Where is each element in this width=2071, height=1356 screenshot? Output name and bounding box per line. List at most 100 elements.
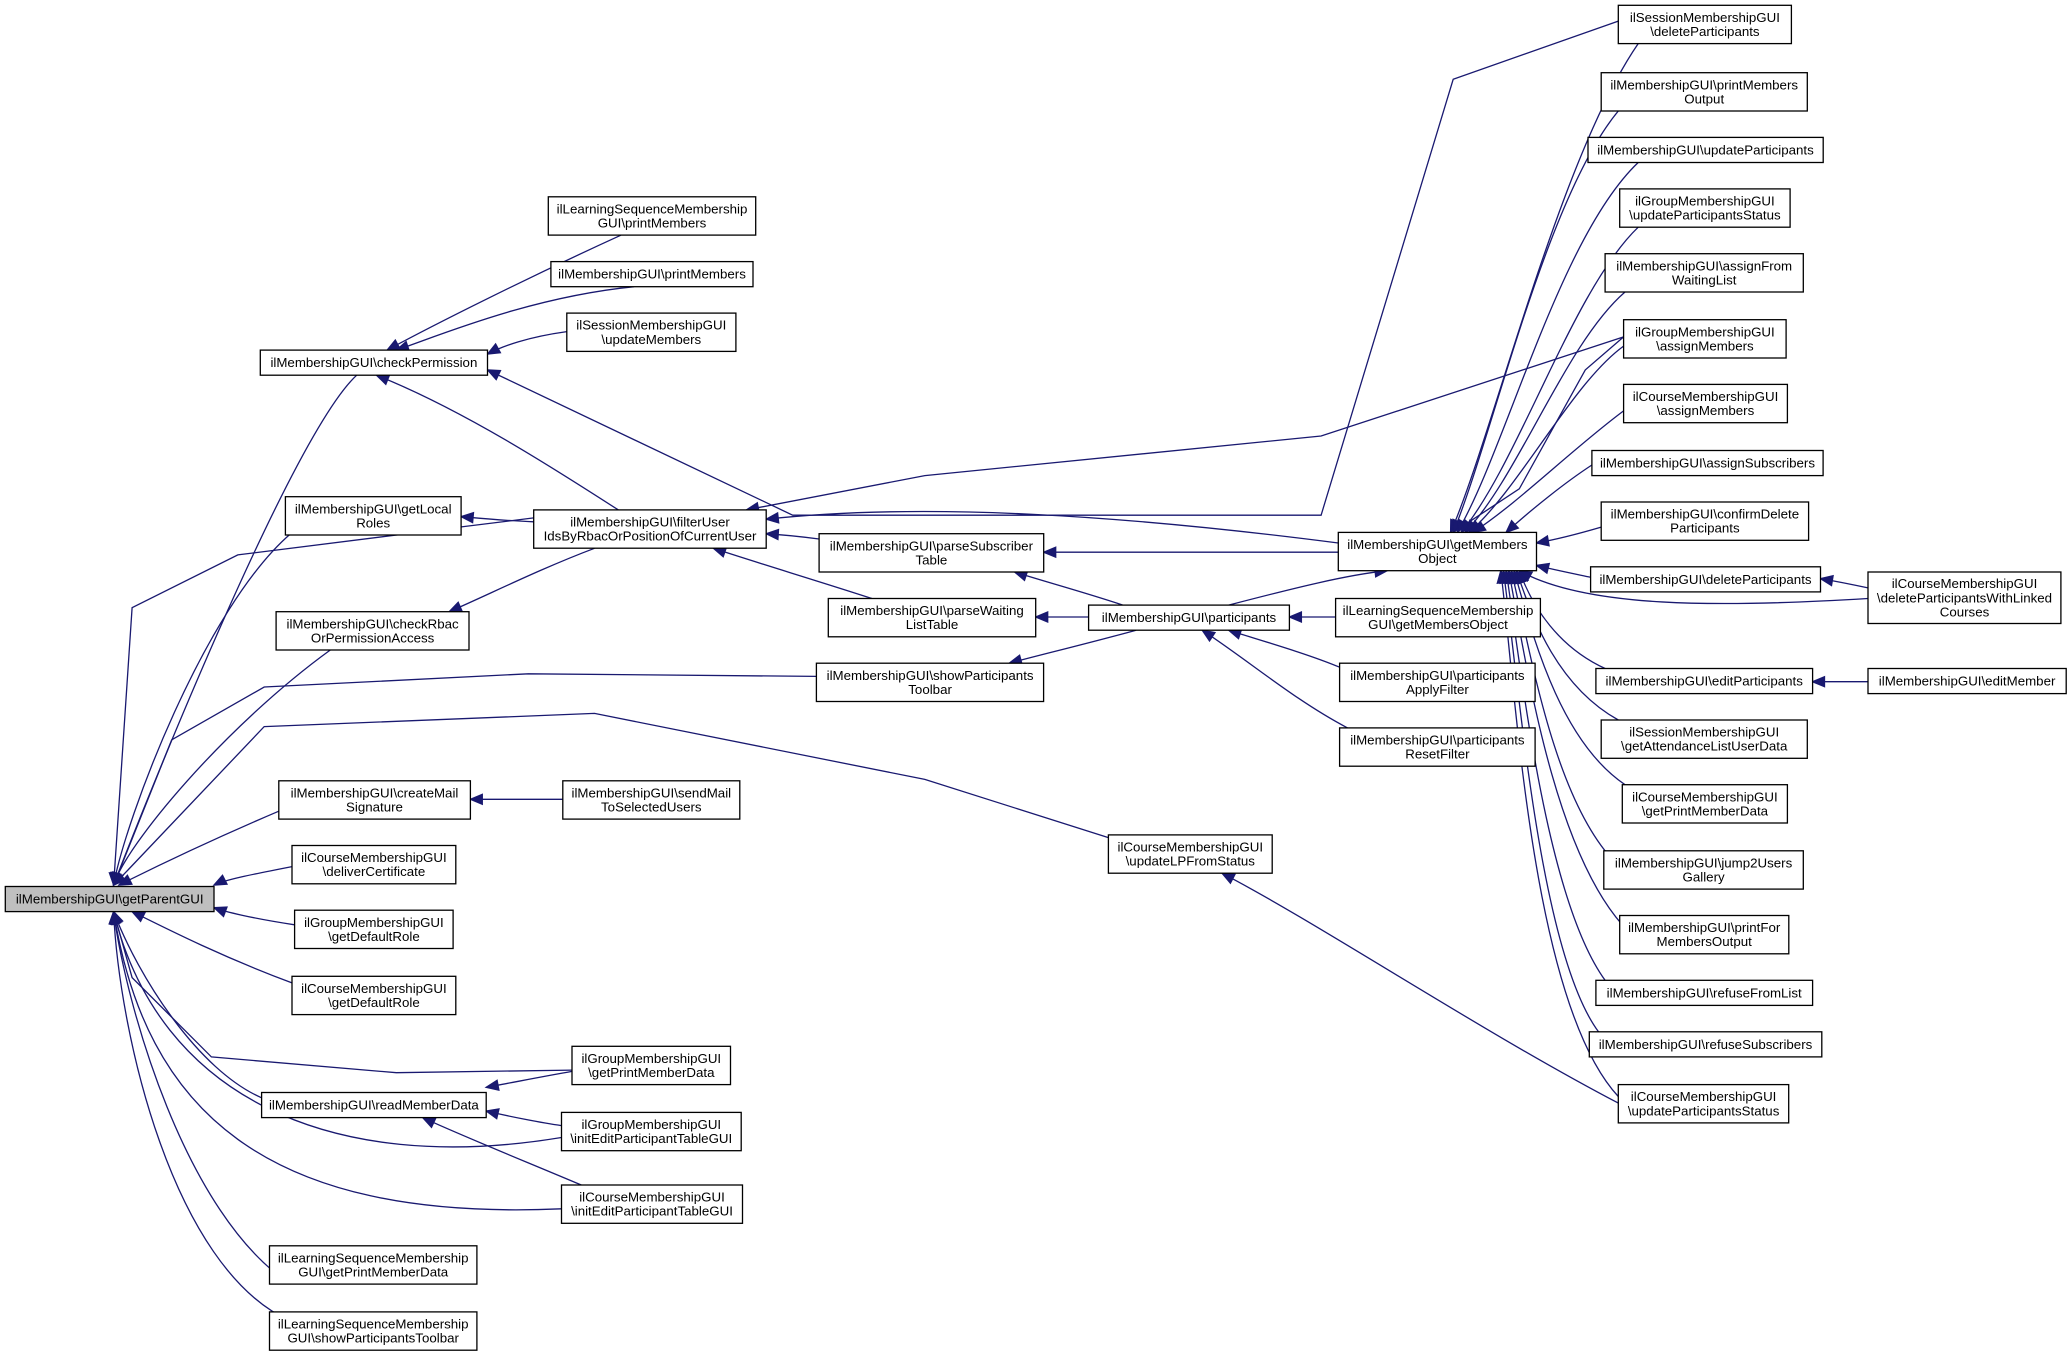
node-box [1587,136,1824,164]
edge-line [1456,162,1639,533]
node-box [4,885,215,913]
edge-arrowhead [459,511,475,524]
node-box [1617,4,1793,45]
node-printMembers[interactable]: ilMembershipGUI\printMembers [550,260,754,288]
node-label-line: ilCourseMembershipGUI [301,981,447,996]
node-grpDefaultRole[interactable]: ilGroupMembershipGUI\getDefaultRole [293,909,454,950]
edge-arrowhead [1534,534,1550,547]
edge-arrowhead [1534,562,1551,575]
edge-arrowhead [1818,574,1834,587]
node-lsShowToolbar[interactable]: ilLearningSequenceMembershipGUI\showPart… [268,1311,478,1351]
node-updateParticipants[interactable]: ilMembershipGUI\updateParticipants [1587,136,1824,164]
edge-line [112,649,331,886]
node-deliverCert[interactable]: ilCourseMembershipGUI\deliverCertificate [291,844,457,885]
node-refuseSubscribers[interactable]: ilMembershipGUI\refuseSubscribers [1588,1031,1823,1058]
node-editParticipants[interactable]: ilMembershipGUI\editParticipants [1595,667,1814,695]
node-label-line: ilMembershipGUI\readMemberData [269,1098,479,1113]
node-grpUpdatePartStatus[interactable]: ilGroupMembershipGUI\updateParticipantsS… [1619,188,1791,228]
node-filterUser[interactable]: ilMembershipGUI\filterUserIdsByRbacOrPos… [533,509,767,549]
edge-filterUser-to-getLocalRoles [459,511,534,524]
node-crsAssignMembers[interactable]: ilCourseMembershipGUI\assignMembers [1622,383,1789,424]
node-label-line: ilSessionMembershipGUI [576,318,726,333]
node-getMembersObject[interactable]: ilMembershipGUI\getMembersObject [1337,531,1538,572]
edge-arrowhead [212,906,228,918]
node-sessAttendance[interactable]: ilSessionMembershipGUI\getAttendanceList… [1600,719,1808,759]
node-sessUpdateMembers[interactable]: ilSessionMembershipGUI\updateMembers [566,312,737,353]
node-lsGetMembersObject[interactable]: ilLearningSequenceMembershipGUI\getMembe… [1334,597,1542,638]
node-crsDeleteLinked[interactable]: ilCourseMembershipGUI\deleteParticipants… [1867,571,2062,625]
edge-line [487,20,1619,516]
node-box [1617,1083,1790,1124]
node-sessDeleteParticipants[interactable]: ilSessionMembershipGUI\deleteParticipant… [1617,4,1793,45]
edge-editMember-to-editParticipants [1810,675,1869,688]
node-box [1867,571,2062,625]
node-showToolbar[interactable]: ilMembershipGUI\showParticipantsToolbar [815,662,1045,703]
edge-line [1518,570,1869,605]
node-readMemberData[interactable]: ilMembershipGUI\readMemberData [260,1091,487,1119]
node-label-line: ilMembershipGUI\parseSubscriber [830,538,1034,553]
node-checkPermission[interactable]: ilMembershipGUI\checkPermission [259,349,489,376]
node-grpAssignMembers[interactable]: ilGroupMembershipGUI\assignMembers [1622,319,1787,359]
node-crsPrintMemberData[interactable]: ilCourseMembershipGUI\getPrintMemberData [1621,784,1789,824]
node-refuseFromList[interactable]: ilMembershipGUI\refuseFromList [1595,979,1814,1007]
node-crsDefaultRole[interactable]: ilCourseMembershipGUI\getDefaultRole [291,975,457,1016]
edge-participants-to-parseWaiting [1034,611,1089,623]
edge-line [112,911,291,1322]
node-box [275,611,470,651]
node-label-line: ilLearningSequenceMembership [557,202,748,217]
node-box [1604,253,1804,293]
edge-line [1502,570,1600,1033]
node-label-line: GUI\getMembersObject [1368,617,1508,632]
node-box [1338,662,1536,703]
edge-line [386,234,622,351]
node-deleteParticipants[interactable]: ilMembershipGUI\deleteParticipants [1589,566,1822,593]
edge-arrowhead [484,1108,500,1120]
edge-assignFromWaiting-to-getMembersObject [1463,291,1626,534]
edge-arrowhead [421,1116,437,1129]
node-label-line: Signature [346,800,403,815]
edge-line [112,911,262,1099]
node-label-line: ilCourseMembershipGUI [1632,789,1778,804]
node-box [1337,531,1538,572]
node-label-line: \assignMembers [1656,338,1754,353]
node-label-line: ListTable [906,617,958,632]
node-crsInitEdit[interactable]: ilCourseMembershipGUI\initEditParticipan… [560,1184,744,1224]
node-participants[interactable]: ilMembershipGUI\participants [1087,604,1291,631]
node-updateLP[interactable]: ilCourseMembershipGUI\updateLPFromStatus [1107,834,1273,874]
node-assignSubscribers[interactable]: ilMembershipGUI\assignSubscribers [1591,449,1824,477]
node-root[interactable]: ilMembershipGUI\getParentGUI [4,885,215,913]
edge-parseSubscriber-to-filterUser [764,528,820,541]
edge-arrowhead [374,374,391,386]
node-crsUpdatePartStatus[interactable]: ilCourseMembershipGUI\updateParticipants… [1617,1083,1790,1124]
node-editMember[interactable]: ilMembershipGUI\editMember [1867,667,2067,695]
node-grpPrintMemberData[interactable]: ilGroupMembershipGUI\getPrintMemberData [571,1045,732,1086]
node-label-line: ilGroupMembershipGUI [304,915,444,930]
node-label-line: ilMembershipGUI\assignSubscribers [1600,456,1815,471]
edge-line [1513,570,1626,786]
node-label-line: ilMembershipGUI\createMail [291,785,459,800]
edge-arrowhead [1496,569,1509,584]
node-lsPrintMembers[interactable]: ilLearningSequenceMembershipGUI\printMem… [547,196,757,236]
node-checkRbac[interactable]: ilMembershipGUI\checkRbacOrPermissionAcc… [275,611,470,651]
node-box [560,1184,744,1224]
node-box [1588,1031,1823,1058]
node-confirmDelete[interactable]: ilMembershipGUI\confirmDeleteParticipant… [1600,501,1810,541]
node-label-line: ilCourseMembershipGUI [579,1190,725,1205]
node-label-line: ilSessionMembershipGUI [1629,725,1779,740]
node-label-line: \initEditParticipantTableGUI [571,1204,733,1219]
node-grpInitEdit[interactable]: ilGroupMembershipGUI\initEditParticipant… [560,1111,742,1152]
node-label-line: ilMembershipGUI\updateParticipants [1597,142,1814,157]
node-lsPrintMemberData[interactable]: ilLearningSequenceMembershipGUI\getPrint… [268,1245,478,1285]
